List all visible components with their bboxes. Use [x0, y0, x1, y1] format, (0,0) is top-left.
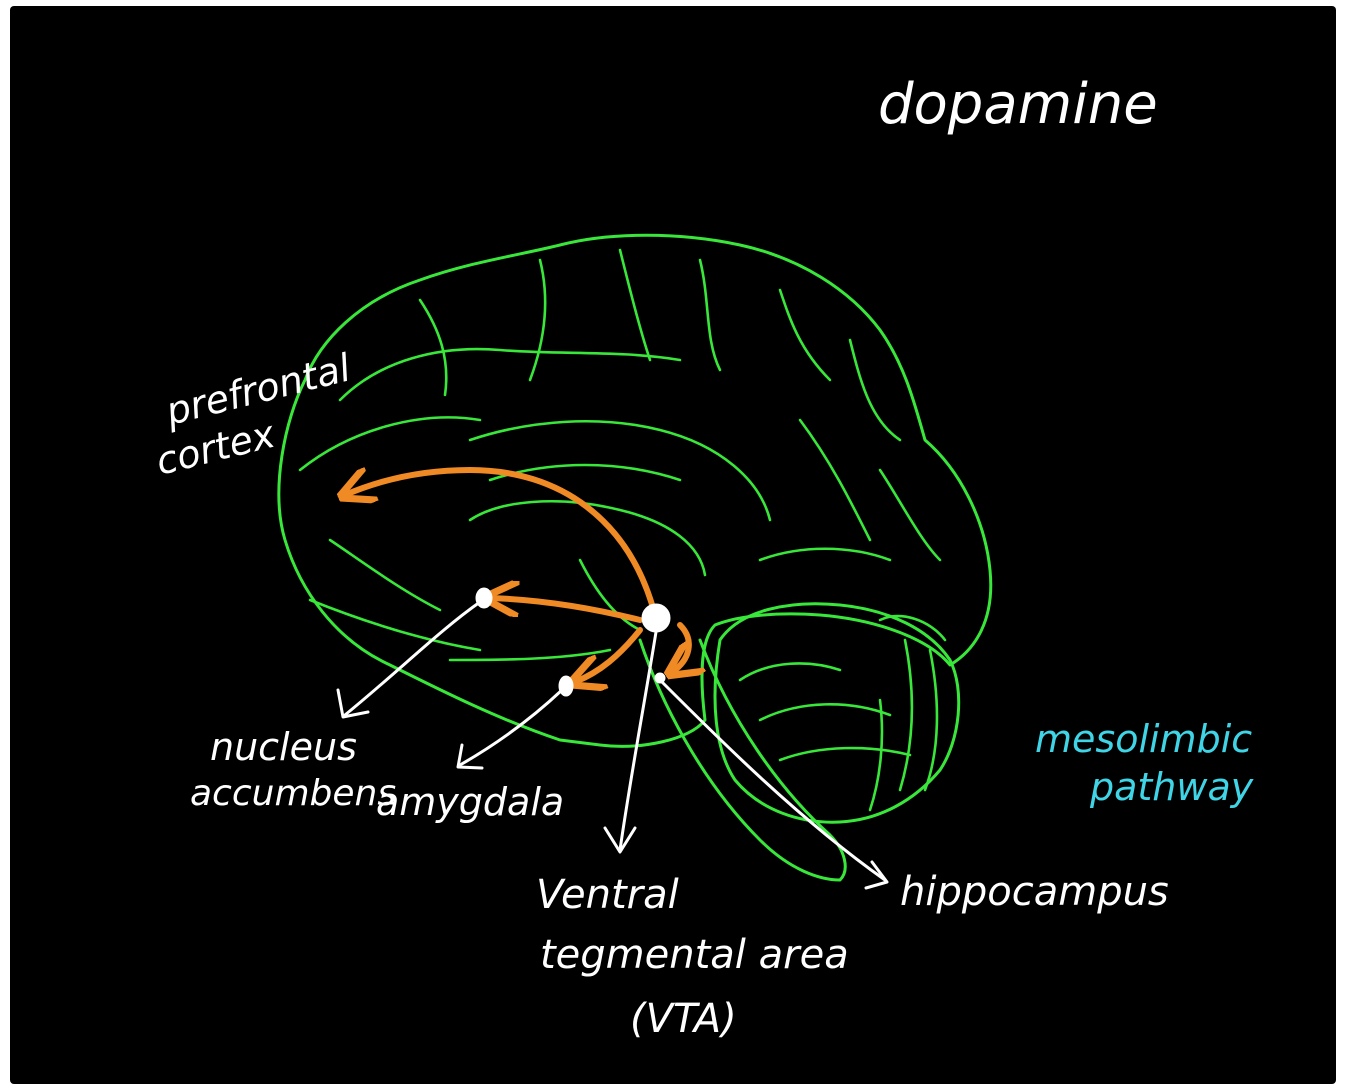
- vta-label-line3: (VTA): [630, 996, 737, 1042]
- pathway-label-line2: pathway: [1089, 765, 1254, 809]
- title: dopamine: [878, 72, 1158, 137]
- pathway-label-line1: mesolimbic: [1035, 717, 1252, 761]
- pathway-arrows: [345, 470, 689, 682]
- vta-label-line1: Ventral: [536, 872, 679, 918]
- text-labels: dopamine prefrontal cortex nucleus accum…: [152, 72, 1254, 1042]
- pointer-amygdala: [460, 690, 562, 765]
- arrow-to-prefrontal: [345, 470, 655, 615]
- nucleus-label-line2: accumbens: [190, 773, 396, 814]
- brain-diagram: dopamine prefrontal cortex nucleus accum…: [10, 6, 1336, 1084]
- pointer-nucleus-head: [338, 690, 368, 717]
- brain-folds: [300, 250, 945, 810]
- amygdala-label: amygdala: [376, 780, 564, 824]
- blackboard: dopamine prefrontal cortex nucleus accum…: [10, 6, 1336, 1084]
- vta-label-line2: tegmental area: [540, 932, 849, 978]
- arrow-to-nucleus: [490, 598, 640, 620]
- amygdala-dot: [559, 676, 573, 696]
- nucleus-label-line1: nucleus: [210, 725, 357, 769]
- hippocampus-label: hippocampus: [900, 869, 1169, 915]
- vta-dot: [642, 604, 670, 632]
- nucleus-accumbens-dot: [476, 588, 492, 608]
- arrow-to-hippocampus: [672, 625, 689, 672]
- cerebellum-outline: [715, 604, 959, 822]
- pointer-vta: [620, 632, 656, 850]
- arrow-to-amygdala: [575, 630, 640, 682]
